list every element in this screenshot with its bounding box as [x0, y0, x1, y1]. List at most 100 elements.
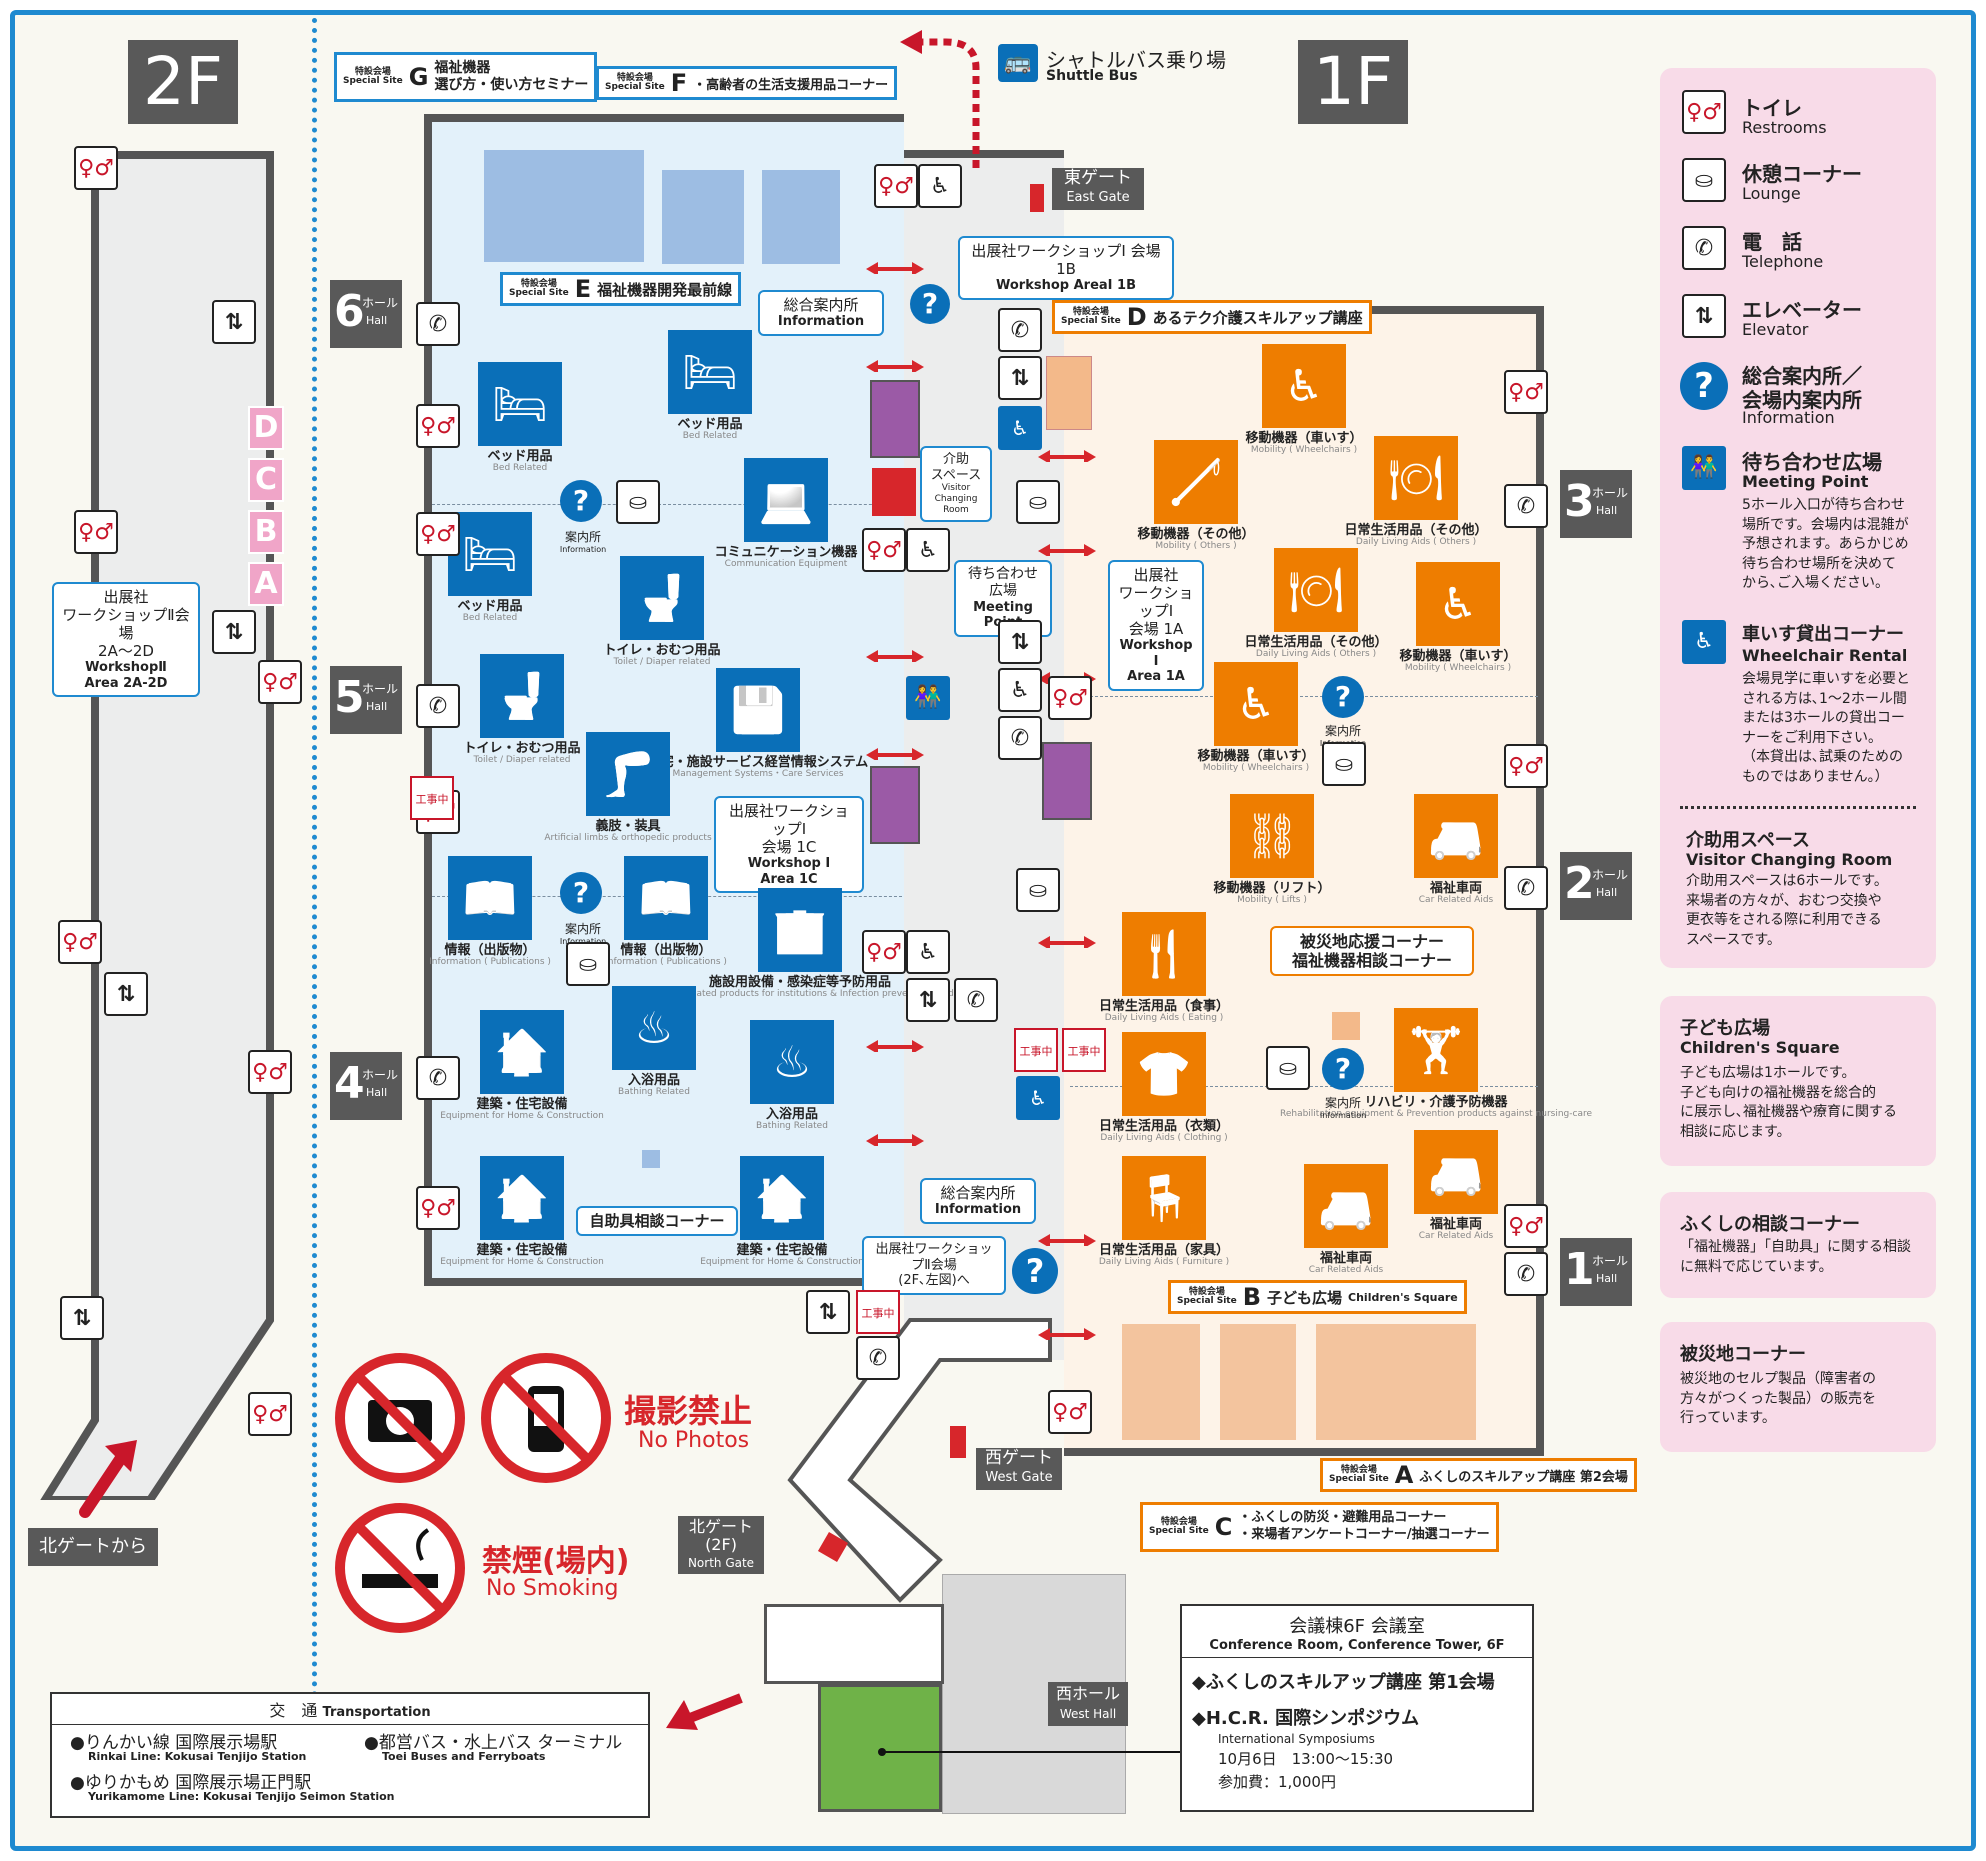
category-tile[interactable]: 🦯 — [1154, 440, 1238, 524]
category-tile[interactable]: 📖 — [624, 856, 708, 940]
workshop-1c-area[interactable] — [870, 766, 920, 844]
self-help-corner-callout: 自助具相談コーナー — [576, 1206, 738, 1236]
category-tile[interactable]: 🛏 — [668, 330, 752, 414]
category-tile[interactable]: 🚽 — [480, 654, 564, 738]
meeting-point-icon[interactable]: 👫 — [906, 676, 950, 720]
workshop-area-2c[interactable]: C — [248, 458, 284, 502]
category-tile[interactable]: 🚐 — [1414, 794, 1498, 878]
bus-icon: 🚌 — [998, 44, 1038, 82]
category-tile[interactable]: 🛏 — [448, 512, 532, 596]
floor-label-1f: 1F — [1298, 40, 1408, 124]
category-tile[interactable]: ♨ — [750, 1020, 834, 1104]
workshop-area-2d[interactable]: D — [248, 406, 284, 450]
elevator-icon: ⇅ — [806, 1290, 850, 1334]
north-gate-label[interactable]: 北ゲート(2F)North Gate — [678, 1516, 764, 1574]
telephone-icon: ✆ — [998, 716, 1042, 760]
conference-marker — [878, 1748, 886, 1756]
elevator-icon: ⇅ — [1682, 294, 1726, 338]
category-tile[interactable]: 🍴 — [1122, 912, 1206, 996]
category-tile[interactable]: 🍽 — [1274, 548, 1358, 632]
workshop-area-2b[interactable]: B — [248, 510, 284, 554]
category-tile[interactable]: 🏠 — [480, 1156, 564, 1240]
conference-tower[interactable] — [818, 1684, 942, 1812]
passage-double-arrow-icon — [866, 360, 924, 372]
workshop-1b-area[interactable] — [870, 380, 920, 458]
information-icon[interactable]: ? — [1012, 1248, 1058, 1294]
category-tile[interactable]: ♿ — [1214, 662, 1298, 746]
workshop-area-2a[interactable]: A — [248, 562, 284, 606]
conference-leader-line — [884, 1751, 1184, 1753]
visitor-changing-room[interactable] — [872, 468, 916, 516]
restroom-icon: ♀♂ — [74, 146, 118, 190]
information-icon[interactable]: ? — [560, 872, 602, 914]
information-icon[interactable]: ? — [560, 480, 602, 522]
category-tile[interactable]: 🚐 — [1414, 1130, 1498, 1214]
category-label: 情報（出版物）Information ( Publications ) — [605, 943, 727, 968]
west-gate-marker — [950, 1426, 966, 1458]
category-tile[interactable]: 💻 — [744, 458, 828, 542]
category-tile[interactable]: ⛓ — [1230, 794, 1314, 878]
meeting-point-icon: 👫 — [1682, 446, 1726, 490]
passage-double-arrow-icon — [866, 748, 924, 760]
category-tile[interactable]: 🏠 — [740, 1156, 824, 1240]
information-icon[interactable]: ? — [1322, 676, 1364, 718]
category-tile[interactable]: 🚽 — [620, 556, 704, 640]
information-icon[interactable]: ? — [1322, 1048, 1364, 1090]
passage-double-arrow-icon — [1038, 544, 1096, 556]
category-glyph-icon: 🚐 — [1428, 1147, 1484, 1198]
wheelchair-rental-icon[interactable]: ♿ — [998, 406, 1042, 450]
children-desc: 子ども広場は1ホールです。子ども向けの福祉機器を総合的に展示し､福祉機器や療育に… — [1680, 1065, 1897, 1140]
category-label: 移動機器（車いす）Mobility ( Wheelchairs ) — [1197, 749, 1315, 774]
category-tile[interactable]: ♨ — [612, 986, 696, 1070]
no-photos-label-jp: 撮影禁止 — [624, 1392, 753, 1430]
category-glyph-icon: 🛏 — [492, 379, 548, 430]
no-phone-photos-icon — [481, 1353, 611, 1483]
no-smoking-label-en: No Smoking — [486, 1576, 619, 1601]
category-tile[interactable]: 🦵 — [586, 732, 670, 816]
information-icon[interactable]: ? — [910, 284, 950, 324]
category-tile[interactable]: ♿ — [1416, 562, 1500, 646]
wheelchair-rental-icon[interactable]: ♿ — [1016, 1076, 1060, 1120]
category-glyph-icon: 🛏 — [682, 347, 738, 398]
category-tile[interactable]: 👕 — [1122, 1032, 1206, 1116]
workshop-1a-area[interactable] — [1042, 742, 1092, 820]
telephone-icon: ✆ — [1504, 1252, 1548, 1296]
category-tile[interactable]: 🏢 — [758, 888, 842, 972]
category-glyph-icon: 🍴 — [1136, 929, 1192, 980]
category-tile[interactable]: 🚐 — [1304, 1164, 1388, 1248]
category-tile[interactable]: 🍽 — [1374, 436, 1458, 520]
east-gate-marker — [1030, 184, 1044, 212]
category-tile[interactable]: ♿ — [1262, 344, 1346, 428]
category-tile[interactable]: 🏋 — [1394, 1008, 1478, 1092]
under-construction-icon: 工事中 — [1014, 1028, 1058, 1072]
category-tile[interactable]: 📖 — [448, 856, 532, 940]
category-tile[interactable]: 🛏 — [478, 362, 562, 446]
site-e-area — [762, 170, 840, 264]
category-tile[interactable]: 💾 — [716, 668, 800, 752]
under-construction-icon: 工事中 — [1062, 1028, 1106, 1072]
category-tile[interactable]: 🪑 — [1122, 1156, 1206, 1240]
telephone-icon: ✆ — [856, 1336, 900, 1380]
disaster-panel — [1660, 1322, 1936, 1452]
category-glyph-icon: 🏋 — [1408, 1025, 1464, 1076]
category-tile[interactable]: 🏠 — [480, 1010, 564, 1094]
